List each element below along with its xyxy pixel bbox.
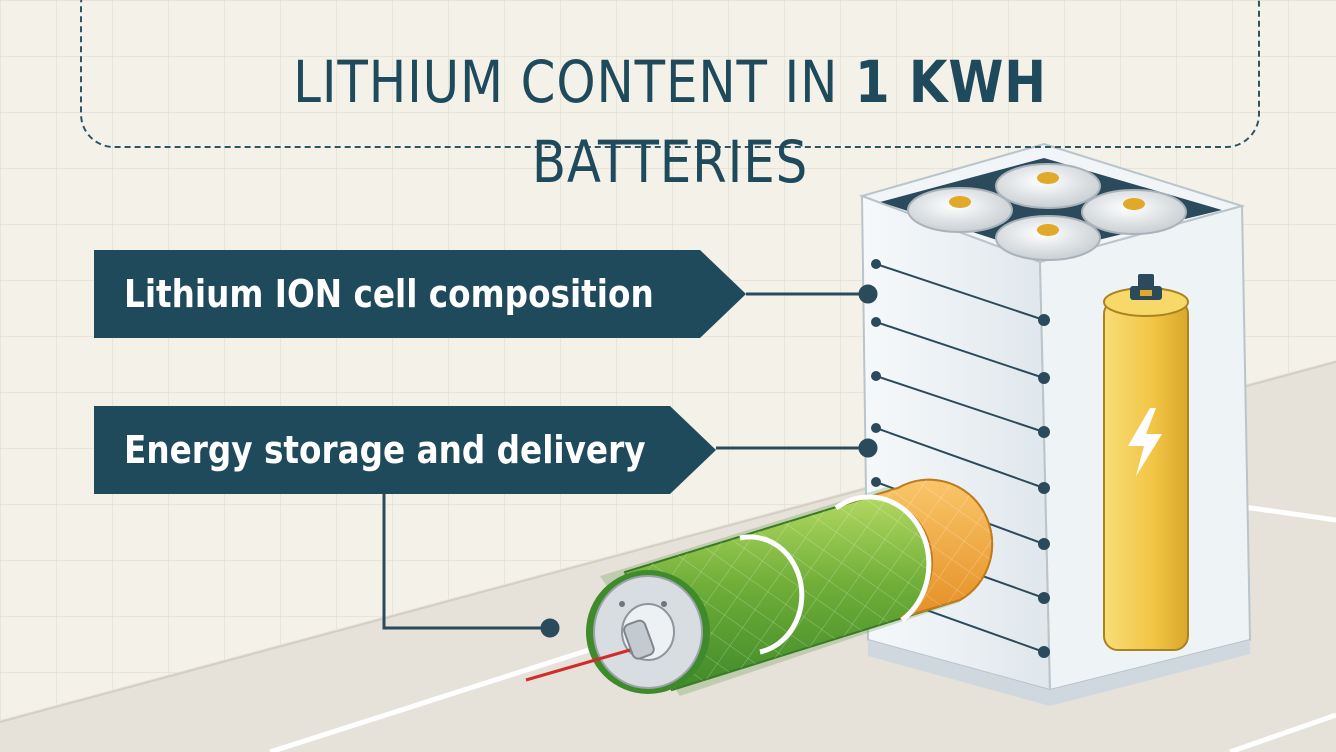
title-part1: LITHIUM CONTENT IN: [293, 48, 856, 116]
yellow-cell: [1103, 274, 1189, 651]
label-cell-composition: Lithium ION cell composition: [124, 272, 654, 316]
banner-energy-storage: [94, 406, 716, 494]
top-cells: [907, 163, 1187, 261]
banner-cell-composition: [94, 250, 746, 338]
lightning-bolt-icon: [1128, 408, 1162, 476]
label-connectors: [382, 284, 878, 638]
cylindrical-cell: [525, 478, 994, 696]
title-bold: 1 KWH: [855, 48, 1047, 116]
title-frame: [80, 0, 1260, 148]
label-energy-storage: Energy storage and delivery: [124, 428, 646, 472]
battery-pack: [858, 142, 1252, 706]
title-part2: BATTERIES: [531, 128, 809, 196]
page-title: LITHIUM CONTENT IN 1 KWH BATTERIES: [163, 42, 1178, 202]
